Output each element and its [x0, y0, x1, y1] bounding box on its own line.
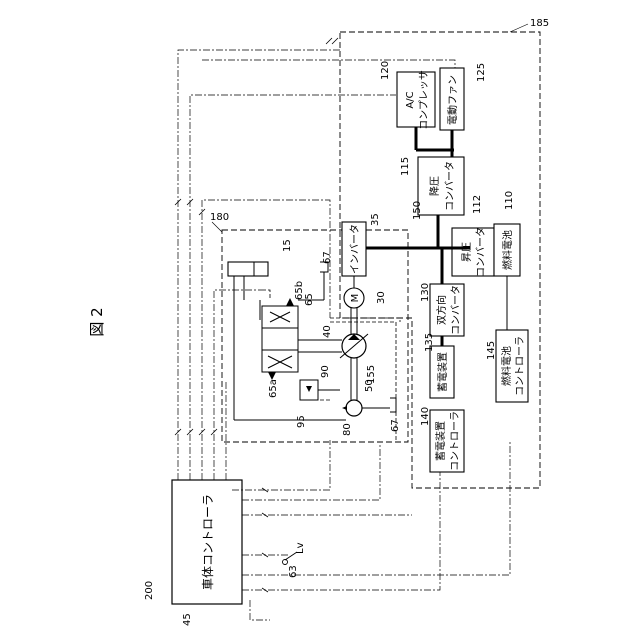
ref-112: 112 [472, 195, 483, 214]
ref-115: 115 [400, 157, 411, 176]
step-down-converter-box [418, 157, 464, 215]
motor-label: M [350, 294, 361, 303]
ref-150: 150 [412, 201, 423, 220]
ref-125: 125 [476, 63, 487, 82]
ref-65a: 65a [268, 379, 279, 398]
valve-solenoid-b [286, 298, 294, 306]
ref-120: 120 [380, 61, 391, 80]
ac-compressor-label-1: A/C [405, 91, 416, 108]
ref-leader-180 [212, 222, 222, 232]
ref-80: 80 [342, 423, 353, 436]
ref-15: 15 [282, 239, 293, 252]
bidirectional-label-1: 双方向 [435, 295, 448, 325]
storage-controller-label-1: 蓄電装置 [434, 421, 447, 461]
ref-65: 65 [304, 293, 315, 306]
ref-140: 140 [420, 407, 431, 426]
ref-63: 63 [288, 565, 299, 578]
tank-symbol-lower [390, 398, 396, 412]
ref-40: 40 [322, 325, 333, 338]
ref-135: 135 [424, 333, 435, 352]
ref-90: 90 [320, 365, 331, 378]
storage-controller-label-2: コントローラ [449, 411, 461, 471]
ref-45: 45 [182, 613, 193, 626]
pilot-pump-head [342, 406, 347, 410]
step-up-label-2: コンバータ [475, 227, 487, 277]
ref-180: 180 [210, 212, 229, 223]
ref-145: 145 [486, 341, 497, 360]
step-up-label-1: 昇圧 [461, 242, 473, 262]
step-down-label-2: コンバータ [444, 161, 456, 211]
step-up-converter-box [452, 228, 494, 276]
vehicle-controller-label: 車体コントローラ [201, 494, 215, 590]
ref-35: 35 [370, 213, 381, 226]
fuel-cell-label: 燃料電池 [501, 230, 514, 270]
fc-controller-label-1: 燃料電池 [500, 346, 513, 386]
ref-130: 130 [420, 283, 431, 302]
ref-67-lower: 67 [390, 419, 401, 432]
figure-title: 図 2 [88, 307, 106, 336]
bidirectional-label-2: コンバータ [450, 285, 462, 335]
ref-65b: 65b [294, 281, 305, 300]
electric-fan-label: 電動ファン [446, 75, 459, 125]
ref-leader-185 [510, 24, 528, 32]
ref-30: 30 [376, 291, 387, 304]
ref-67-upper: 67 [322, 251, 333, 264]
ref-lv: Lv [295, 542, 306, 554]
pilot-pump-symbol [346, 400, 362, 416]
ref-110: 110 [504, 191, 515, 210]
ref-50: 50 [364, 379, 375, 392]
hydraulic-cylinder-body [228, 262, 268, 276]
ref-200: 200 [144, 581, 155, 600]
inverter-label: インバータ [349, 224, 361, 274]
storage-device-label: 蓄電装置 [436, 352, 449, 392]
ac-compressor-label-2: コンプレッサ [418, 70, 430, 130]
ref-95: 95 [296, 415, 307, 428]
fc-controller-label-2: コントローラ [514, 336, 526, 396]
control-valve [262, 306, 298, 372]
step-down-label-1: 降圧 [428, 176, 441, 196]
valve-solenoid-a [268, 372, 276, 380]
ref-185: 185 [530, 18, 549, 29]
